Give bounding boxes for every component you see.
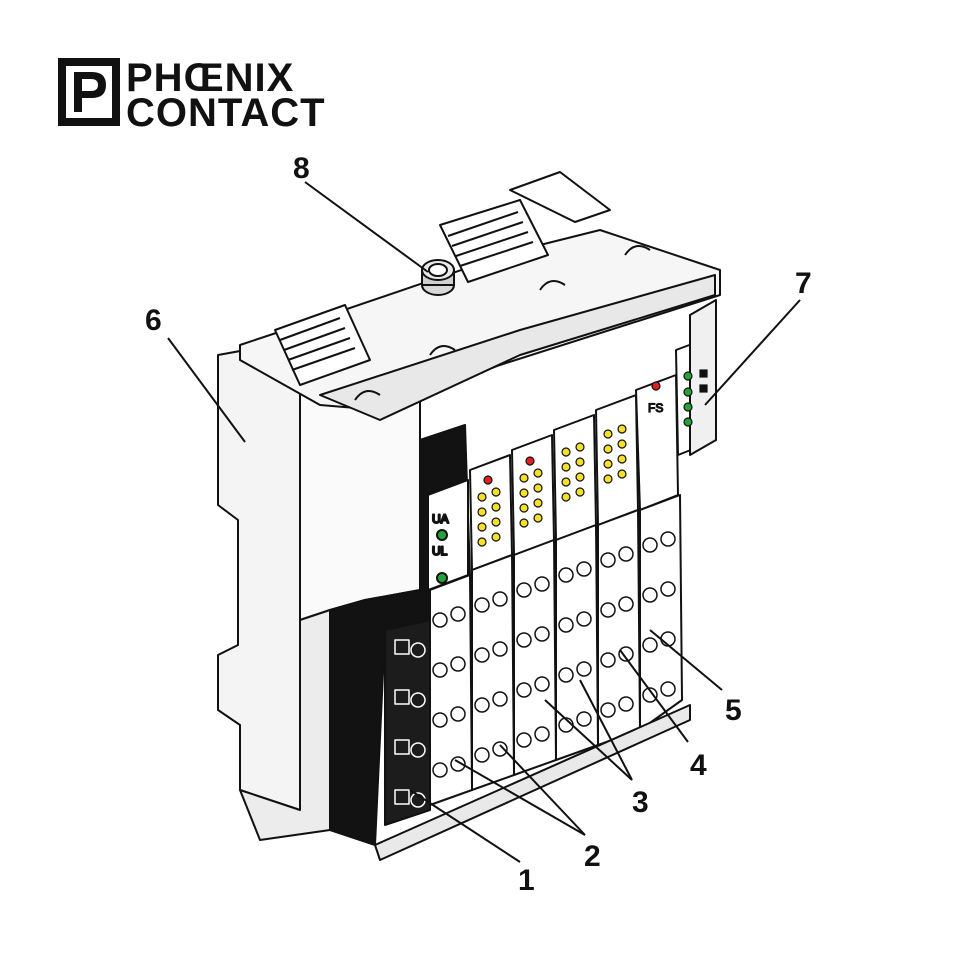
logo-mark-dot bbox=[86, 82, 92, 88]
callout-3: 3 bbox=[632, 786, 649, 819]
callout-5: 5 bbox=[725, 694, 742, 727]
callout-numbers: 1 2 3 4 5 6 7 8 bbox=[145, 152, 812, 897]
led-ua bbox=[436, 529, 448, 541]
phoenix-contact-logo: PHŒNIX CONTACT bbox=[58, 56, 326, 135]
leader-7 bbox=[704, 299, 801, 406]
callout-2: 2 bbox=[584, 840, 601, 873]
callout-6: 6 bbox=[145, 304, 162, 337]
leader-6 bbox=[167, 337, 246, 443]
leader-8 bbox=[304, 181, 429, 273]
leader-5 bbox=[649, 629, 723, 691]
led-fs-red bbox=[651, 381, 661, 391]
callout-4: 4 bbox=[690, 749, 707, 782]
logo-line1: PHŒNIX bbox=[126, 56, 294, 100]
right-end-leds bbox=[683, 369, 708, 427]
leader-2b bbox=[499, 744, 586, 836]
led-red-1 bbox=[483, 475, 493, 485]
leader-3b bbox=[579, 679, 633, 781]
callout-7: 7 bbox=[795, 267, 812, 300]
callout-1: 1 bbox=[518, 864, 535, 897]
fs-label: FS bbox=[648, 401, 663, 415]
leader-3a bbox=[544, 699, 633, 781]
leader-2a bbox=[454, 759, 586, 836]
power-ua-label: UA bbox=[432, 512, 449, 526]
power-module: UA UL bbox=[329, 424, 471, 846]
top-bus-rail bbox=[239, 171, 721, 421]
terminal-openings bbox=[432, 531, 676, 778]
led-red-2 bbox=[525, 456, 535, 466]
right-end-module bbox=[675, 299, 717, 456]
callout-leaders bbox=[167, 181, 801, 863]
bus-connector-8 bbox=[421, 259, 455, 296]
leader-1 bbox=[409, 789, 521, 863]
logo-mark-p bbox=[74, 72, 106, 112]
led-ul bbox=[436, 572, 448, 584]
callout-8: 8 bbox=[293, 152, 310, 185]
leader-4 bbox=[619, 649, 689, 743]
io-modules bbox=[374, 374, 691, 861]
module-leds: FS bbox=[477, 381, 664, 547]
power-ul-label: UL bbox=[432, 544, 448, 558]
logo-line2: CONTACT bbox=[126, 91, 326, 135]
